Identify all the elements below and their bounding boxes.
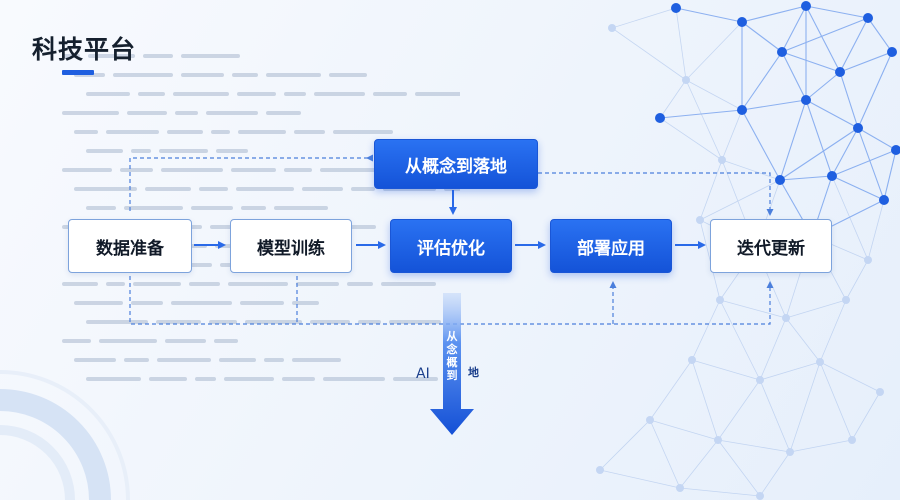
node-label: 部署应用: [577, 238, 645, 259]
node-label: 迭代更新: [737, 238, 805, 259]
node-label: 模型训练: [257, 238, 325, 259]
code-background: [40, 8, 460, 388]
dash-top-right: [538, 172, 774, 216]
down-arrow-vertical-text: 从念概到: [446, 330, 458, 382]
node-step-2: 模型训练: [230, 219, 352, 273]
down-arrow-label-left: AI: [416, 366, 430, 382]
node-step-1: 数据准备: [68, 219, 192, 273]
dash-top-left: [129, 154, 373, 214]
node-concept-to-landing: 从概念到落地: [374, 139, 538, 189]
node-label: 评估优化: [417, 238, 485, 259]
down-arrow: [430, 293, 474, 435]
page-title: 科技平台: [32, 35, 137, 64]
down-arrow-label-right: 地: [468, 366, 479, 379]
node-step-4: 部署应用: [550, 219, 672, 273]
title-underline: [62, 70, 94, 75]
node-step-5: 迭代更新: [710, 219, 832, 273]
node-step-3: 评估优化: [390, 219, 512, 273]
node-label: 从概念到落地: [405, 156, 507, 177]
node-label: 数据准备: [96, 238, 164, 259]
